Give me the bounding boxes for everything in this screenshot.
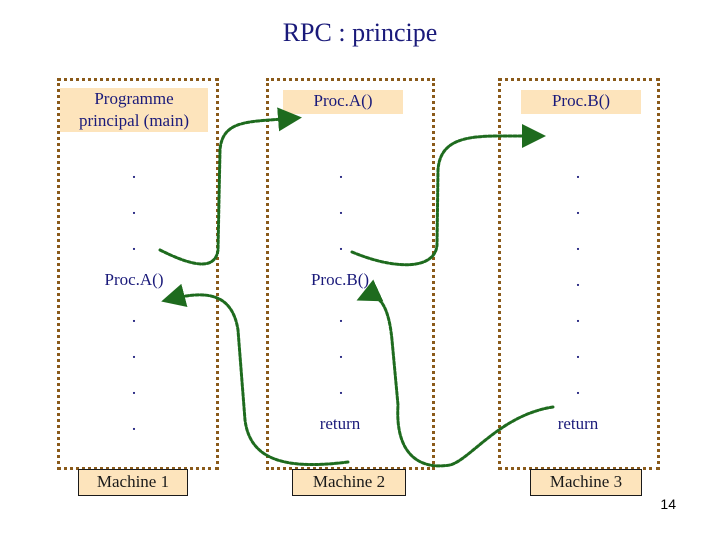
machine-3-line-2: .: [575, 198, 581, 218]
machine-2-line-1: .: [338, 162, 344, 182]
machine-3-return: return: [557, 414, 599, 433]
machine-2-line-7: .: [338, 378, 344, 398]
machine-3-line-6: .: [575, 342, 581, 362]
machine-2-return: return: [319, 414, 361, 433]
arrow-proc-b-return-to-proc-a: [356, 279, 555, 468]
machine-2-line-3: .: [338, 234, 344, 254]
machine-1-label: Machine 1: [78, 469, 188, 496]
machine-1-call-proc-a: Proc.A(): [104, 270, 164, 289]
machine-1-header-line-2: principal (main): [79, 111, 189, 130]
machine-2-line-5: .: [338, 306, 344, 326]
machine-2-label: Machine 2: [292, 469, 406, 496]
machine-3-line-3: .: [575, 234, 581, 254]
machine-1-line-1: .: [131, 162, 137, 182]
slide-title: RPC : principe: [282, 18, 438, 47]
page-number: 14: [660, 496, 676, 512]
machine-2-header-line-1: Proc.A(): [313, 91, 373, 110]
machine-3-line-1: .: [575, 162, 581, 182]
arrow-proc-a-to-proc-b: [350, 124, 546, 267]
machine-1-header: Programme principal (main): [60, 88, 208, 132]
machine-3-box: [498, 78, 660, 470]
arrow-main-to-proc-a: [158, 107, 302, 266]
machine-2-line-2: .: [338, 198, 344, 218]
arrow-proc-a-return-to-main: [161, 283, 350, 466]
machine-1-line-7: .: [131, 378, 137, 398]
machine-1-line-2: .: [131, 198, 137, 218]
machine-1-box: [57, 78, 219, 470]
machine-1-line-3: .: [131, 234, 137, 254]
machine-1-line-8: .: [131, 414, 137, 434]
machine-2-header: Proc.A(): [283, 90, 403, 114]
machine-3-line-5: .: [575, 306, 581, 326]
machine-3-line-7: .: [575, 378, 581, 398]
machine-3-header: Proc.B(): [521, 90, 641, 114]
machine-3-label: Machine 3: [530, 469, 642, 496]
machine-2-box: [266, 78, 435, 470]
machine-1-header-line-1: Programme: [94, 89, 174, 108]
machine-1-line-5: .: [131, 306, 137, 326]
machine-3-line-4: .: [575, 270, 581, 290]
machine-3-header-line-1: Proc.B(): [551, 91, 611, 110]
machine-2-line-6: .: [338, 342, 344, 362]
machine-1-line-6: .: [131, 342, 137, 362]
machine-2-call-proc-b: Proc.B(): [310, 270, 370, 289]
